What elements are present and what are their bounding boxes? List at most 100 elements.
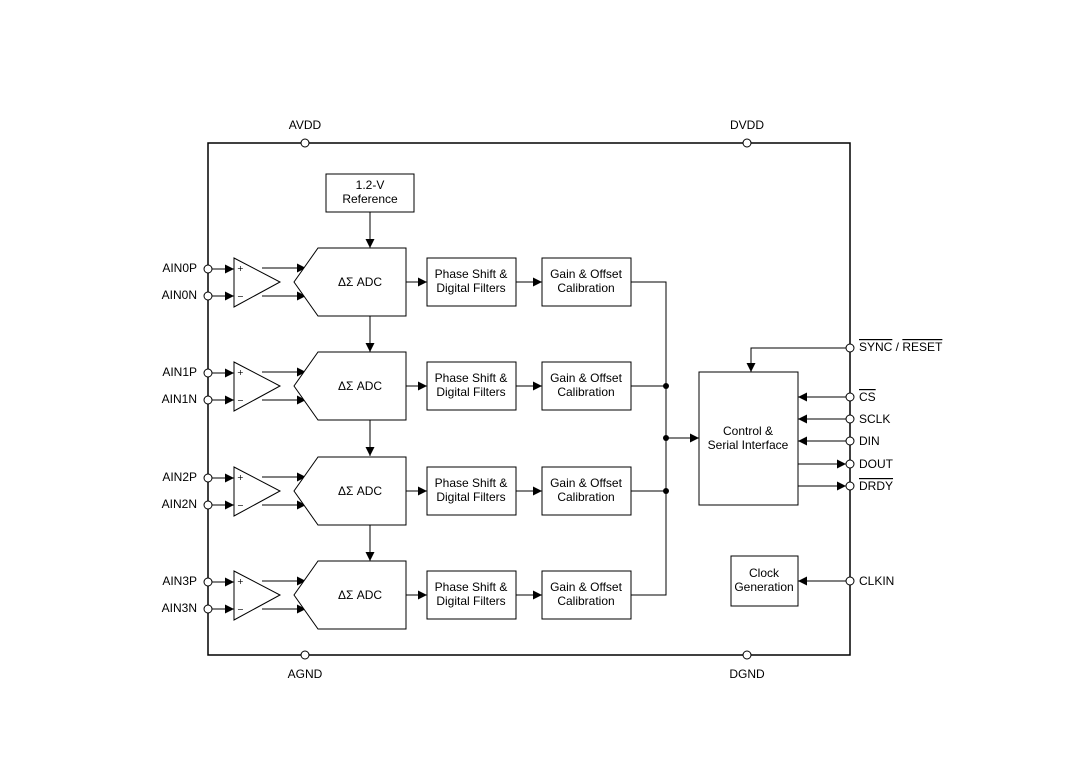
sync-label: SYNC (859, 340, 893, 354)
cal0-label-line1: Gain & Offset (550, 267, 622, 281)
ain2p-pin-circle (203, 473, 213, 483)
adc3-shape (293, 560, 407, 630)
ain0p-label: AIN0P (162, 261, 197, 275)
clkin-pin-circle (845, 576, 855, 586)
clock-box (730, 555, 799, 607)
agnd-pin-circle (300, 650, 310, 660)
reference-box (325, 173, 415, 213)
channel-3: AIN3P AIN3N + − ΔΣ ADC Phase Shift & Dig… (162, 560, 632, 630)
adc2-shape (293, 456, 407, 526)
adc3-label: ΔΣ ADC (338, 588, 382, 602)
bus-line (631, 281, 667, 596)
clock-label-line2: Generation (734, 580, 793, 594)
ain1p-pin-circle (203, 368, 213, 378)
filter2-label-line1: Phase Shift & (435, 476, 508, 490)
filter3-label-line1: Phase Shift & (435, 580, 508, 594)
amp2-minus: − (237, 501, 244, 510)
filter1-label-line2: Digital Filters (436, 385, 505, 399)
ain2n-pin-circle (203, 500, 213, 510)
din-label: DIN (859, 434, 880, 448)
dgnd-pin-circle (742, 650, 752, 660)
channel-1: AIN1P AIN1N + − ΔΣ ADC Phase Shift & Dig… (162, 351, 632, 456)
ain0n-pin-circle (203, 291, 213, 301)
ain0p-pin-circle (203, 264, 213, 274)
amp0-minus: − (237, 292, 244, 301)
amp0-triangle (233, 257, 282, 308)
supply-pins: AVDD DVDD AGND DGND (288, 118, 765, 681)
ain2n-label: AIN2N (162, 497, 197, 511)
control-label-line2: Serial Interface (708, 438, 789, 452)
amp1-plus: + (237, 368, 244, 377)
cal3-label-line1: Gain & Offset (550, 580, 622, 594)
sync-reset-pin-circle (845, 343, 855, 353)
cal3-box (541, 570, 632, 620)
cs-label: CS (859, 390, 876, 404)
clock-block: Clock Generation (730, 555, 846, 607)
adc1-shape (293, 351, 407, 421)
adc2-label: ΔΣ ADC (338, 484, 382, 498)
dout-pin-circle (845, 459, 855, 469)
adc0-shape (293, 247, 407, 317)
ain1n-label: AIN1N (162, 392, 197, 406)
ain3p-label: AIN3P (162, 574, 197, 588)
filter3-box (426, 570, 517, 620)
cal1-label-line2: Calibration (557, 385, 614, 399)
cal0-label-line2: Calibration (557, 281, 614, 295)
ain0n-label: AIN0N (162, 288, 197, 302)
amp3-plus: + (237, 577, 244, 586)
sync-reset-label: SYNC / RESET (859, 340, 943, 354)
digital-pins: SYNC / RESET CS SCLK DIN DOUT DRDY CLKIN (746, 340, 943, 588)
din-pin-circle (845, 436, 855, 446)
filter1-box (426, 361, 517, 411)
filter0-label-line2: Digital Filters (436, 281, 505, 295)
reset-label: RESET (902, 340, 943, 354)
cal2-label-line2: Calibration (557, 490, 614, 504)
channel-2: AIN2P AIN2N + − ΔΣ ADC Phase Shift & Dig… (162, 456, 632, 561)
dgnd-label: DGND (729, 667, 765, 681)
cal3-label-line2: Calibration (557, 594, 614, 608)
amp3-minus: − (237, 605, 244, 614)
agnd-label: AGND (288, 667, 323, 681)
dvdd-pin-circle (742, 138, 752, 148)
bus-junction-1 (663, 383, 669, 389)
clock-label-line1: Clock (749, 566, 780, 580)
filter0-label-line1: Phase Shift & (435, 267, 508, 281)
reference-block: 1.2-V Reference (325, 173, 415, 248)
ain1p-label: AIN1P (162, 365, 197, 379)
amp1-minus: − (237, 396, 244, 405)
sclk-label: SCLK (859, 412, 890, 426)
avdd-label: AVDD (289, 118, 322, 132)
cal2-box (541, 466, 632, 516)
cal1-label-line1: Gain & Offset (550, 371, 622, 385)
ain3n-label: AIN3N (162, 601, 197, 615)
ain3p-pin-circle (203, 577, 213, 587)
reference-label-line1: 1.2-V (356, 178, 385, 192)
sync-reset-separator: / (892, 340, 902, 354)
ain3n-pin-circle (203, 604, 213, 614)
amp2-plus: + (237, 473, 244, 482)
filter3-label-line2: Digital Filters (436, 594, 505, 608)
cal0-box (541, 257, 632, 307)
reference-label-line2: Reference (342, 192, 398, 206)
amp1-triangle (233, 361, 282, 412)
ain1n-pin-circle (203, 395, 213, 405)
dvdd-label: DVDD (730, 118, 764, 132)
filter2-box (426, 466, 517, 516)
data-bus (631, 281, 699, 596)
filter1-label-line1: Phase Shift & (435, 371, 508, 385)
drdy-pin-circle (845, 481, 855, 491)
filter0-box (426, 257, 517, 307)
ain2p-label: AIN2P (162, 470, 197, 484)
drdy-label: DRDY (859, 479, 893, 493)
avdd-pin-circle (300, 138, 310, 148)
cal2-label-line1: Gain & Offset (550, 476, 622, 490)
sclk-pin-circle (845, 414, 855, 424)
bus-junction-3 (663, 488, 669, 494)
channel-0: AIN0P AIN0N + − ΔΣ ADC Phase Shift & Dig… (162, 247, 632, 352)
amp3-triangle (233, 570, 282, 621)
control-label-line1: Control & (723, 424, 773, 438)
control-block: Control & Serial Interface (698, 371, 799, 506)
amp0-plus: + (237, 264, 244, 273)
sync-reset-line (746, 347, 846, 372)
